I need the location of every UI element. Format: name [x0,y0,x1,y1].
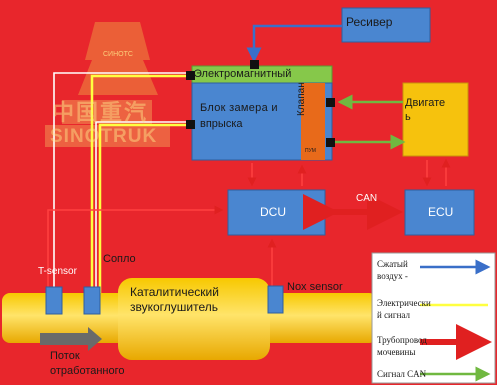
compressed-air-line [246,24,342,63]
connector [326,98,335,107]
legend-label-urea: Трубопровод [377,335,427,345]
legend-label-can: Сигнал CAN [377,369,427,379]
legend-label-electric-2: й сигнал [377,310,410,320]
nozzle [83,286,101,315]
connector [186,120,195,129]
legend-box [371,252,496,384]
exhaust-flow-line1: Поток [50,350,80,362]
connector [186,71,195,80]
t-sensor-label: T-sensor [38,266,77,277]
ecu-box [404,189,475,236]
legend-label-air-2: воздух - [377,271,408,281]
dosing-unit-line1: Блок замера и [200,102,278,114]
catalytic-label-line1: Каталитический [130,285,219,299]
can-label: CAN [356,193,378,204]
electric-line-outer [98,123,192,293]
dcu-label: DCU [260,205,286,219]
valve-label: Клапан [296,82,307,116]
catalytic-label-line2: звукоглушитель [130,300,219,314]
nozzle-label: Сопло [103,253,136,265]
valve-small-label: ПУМ [305,148,316,154]
electric-line-inner [90,74,192,293]
electromagnetic-label: Электромагнитный [194,68,292,80]
watermark-chinese-text: 中国重汽 [52,100,149,125]
t-sensor [45,286,63,315]
watermark-small-text: СИНОТС [103,51,133,58]
catalytic-muffler [118,278,270,360]
connector [250,60,259,69]
exhaust-flow-line2: отработанного [50,365,125,377]
exhaust-flow-arrow-body [40,333,88,345]
sinotruk-watermark-logo [45,22,170,147]
engine-label-line1: Двигате [405,97,446,109]
receiver-label: Ресивер [346,15,393,29]
legend-label-electric: Электрически [377,298,431,308]
engine-box [402,82,469,157]
valve-strip [301,83,325,160]
sensor-wire-left [53,72,192,287]
nox-sensor [267,285,284,314]
engine-label-line2: ь [405,111,411,123]
connector [326,138,335,147]
ecu-label: ECU [428,205,454,219]
nox-sensor-label: Nox sensor [287,281,343,293]
sensor-wire-right [95,121,192,287]
legend-label-urea-2: мочевины [377,347,416,357]
dosing-unit-line2: впрыска [200,118,243,130]
tsensor-to-dcu-line [47,205,224,287]
exhaust-flow-arrow-head [88,327,102,351]
legend-label-air: Сжатый [377,259,408,269]
watermark-brand-text: SINOTRUK [50,126,158,147]
